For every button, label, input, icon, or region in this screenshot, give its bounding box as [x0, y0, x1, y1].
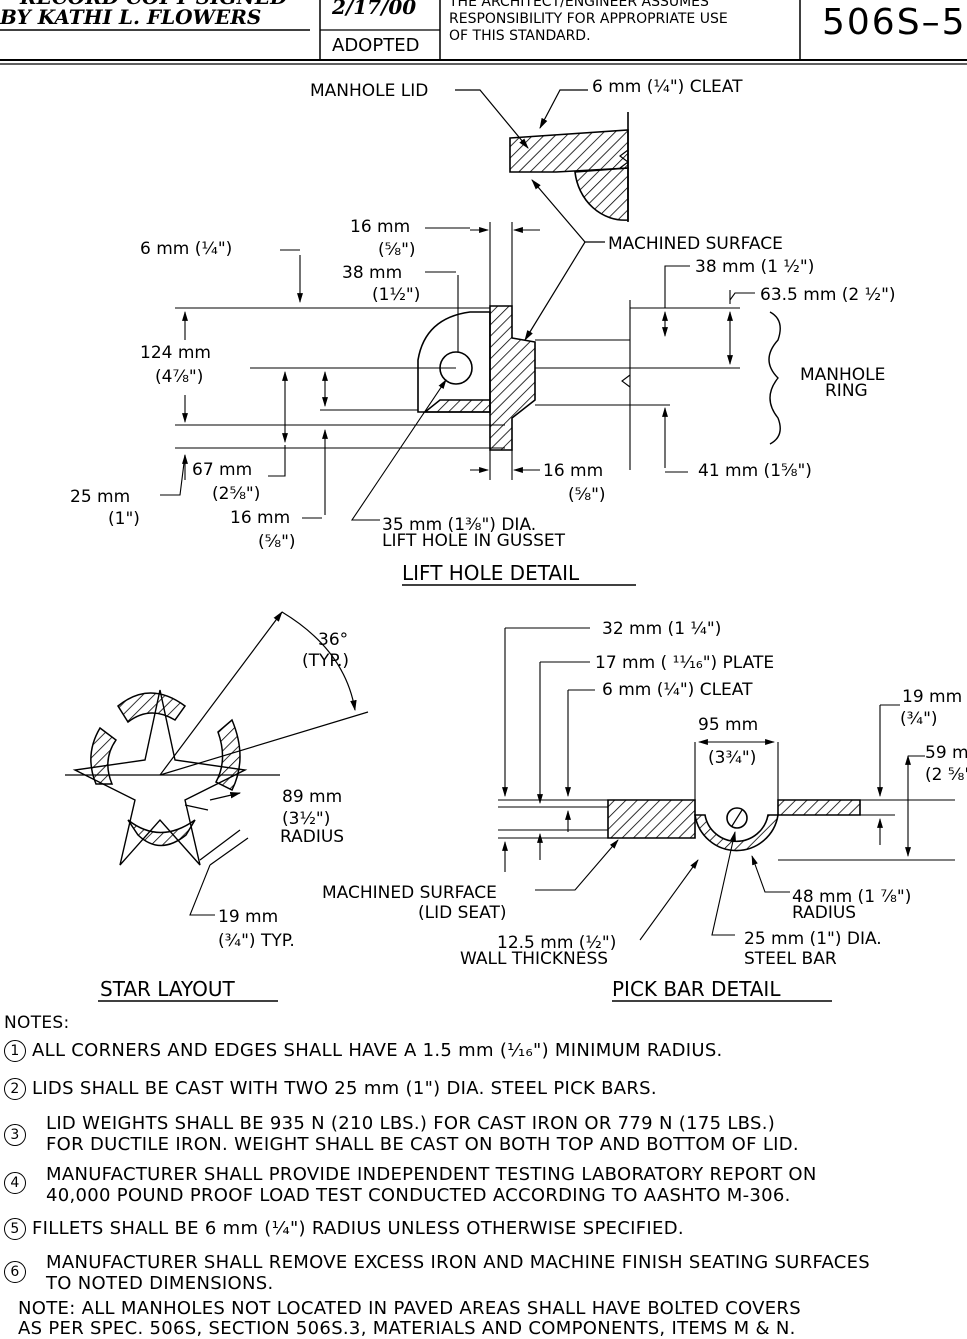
- dim-124in: (4⅞"): [155, 367, 203, 387]
- note-5-number: 5: [4, 1218, 26, 1240]
- manhole-lid-section: [509, 129, 629, 173]
- note-3-number-wrap: 3: [4, 1124, 32, 1146]
- steel-bar-2: STEEL BAR: [744, 949, 837, 969]
- dim-38in: (1½"): [372, 285, 420, 305]
- dim-38mm: 38 mm: [342, 263, 402, 283]
- star-layout-title: STAR LAYOUT: [100, 977, 236, 1001]
- dim-19in: (¾"): [900, 709, 938, 729]
- radius-label: RADIUS: [280, 827, 344, 847]
- dim-124mm: 124 mm: [140, 343, 211, 363]
- dim-16mm: 16 mm: [350, 217, 410, 237]
- width-mm: 19 mm: [218, 907, 278, 927]
- notes-header: NOTES:: [4, 1013, 70, 1033]
- dim-19mm: 19 mm: [902, 687, 962, 707]
- dim-59mm: 59 mm: [925, 743, 967, 763]
- disclaimer-line1: THE ARCHITECT/ENGINEER ASSUMES: [448, 0, 709, 10]
- dim-95mm: 95 mm: [698, 715, 758, 735]
- dim-16c-mm: 16 mm: [543, 461, 603, 481]
- note-1-number: 1: [4, 1040, 26, 1062]
- note-1-text: ALL CORNERS AND EDGES SHALL HAVE A 1.5 m…: [32, 1040, 723, 1061]
- pick-bar-lid-right: [777, 799, 861, 816]
- lift-hole-label: LIFT HOLE IN GUSSET: [382, 531, 566, 551]
- dim-35: 35 mm (1⅜") DIA.: [382, 515, 536, 535]
- star-layout-drawing: [65, 611, 369, 916]
- dim-67mm: 67 mm: [192, 460, 252, 480]
- dim-38-right: 38 mm (1 ½"): [695, 257, 814, 277]
- lift-hole-detail-title: LIFT HOLE DETAIL: [402, 561, 580, 585]
- wall-thickness-2: WALL THICKNESS: [460, 949, 608, 969]
- final-note-line2: AS PER SPEC. 506S, SECTION 506S.3, MATER…: [18, 1318, 796, 1339]
- dim-17: 17 mm ( ¹¹⁄₁₆") PLATE: [595, 653, 774, 673]
- copy-signed-line1: RECORD COPY SIGNED: [19, 0, 288, 9]
- pick-bar-bowl: [694, 814, 779, 852]
- angle-label: 36°: [318, 630, 348, 650]
- dim-25mm: 25 mm: [70, 487, 130, 507]
- pick-bar-detail-title: PICK BAR DETAIL: [612, 977, 781, 1001]
- dim-6: 6 mm (¼") CLEAT: [602, 680, 753, 700]
- manhole-ring-label-2: RING: [825, 381, 868, 401]
- disclaimer-line2: RESPONSIBILITY FOR APPROPRIATE USE: [449, 11, 728, 27]
- machined-lid-seat-1: MACHINED SURFACE: [322, 883, 497, 903]
- dim-6mm: 6 mm (¼"): [140, 239, 232, 259]
- note-4-number: 4: [4, 1172, 26, 1194]
- pick-bar-detail-drawing: [498, 627, 955, 941]
- note-3-number: 3: [4, 1124, 26, 1146]
- cleat-arc: [574, 167, 629, 221]
- title-block: [0, 0, 967, 65]
- pick-bar-lid-left: [607, 799, 696, 839]
- note-4-line1: MANUFACTURER SHALL PROVIDE INDEPENDENT T…: [46, 1164, 817, 1185]
- date-text: 2/17/00: [331, 0, 416, 19]
- note-6-number-wrap: 6: [4, 1261, 32, 1283]
- dim-67in: (2⅝"): [212, 484, 260, 504]
- cleat-label: 6 mm (¼") CLEAT: [592, 77, 743, 97]
- dim-16b-in: (⅝"): [258, 532, 296, 552]
- dim-32: 32 mm (1 ¼"): [602, 619, 721, 639]
- note-1: 1 ALL CORNERS AND EDGES SHALL HAVE A 1.5 …: [4, 1040, 723, 1062]
- note-4-number-wrap: 4: [4, 1172, 32, 1194]
- dim-59in: (2 ⅝"): [925, 765, 967, 785]
- manhole-lid-label: MANHOLE LID: [310, 81, 428, 101]
- dim-16c-in: (⅝"): [568, 485, 606, 505]
- copy-signed-line2: BY KATHI L. FLOWERS: [0, 5, 261, 29]
- angle-typ-label: (TYP.): [302, 651, 349, 671]
- manhole-ring-label-1: MANHOLE: [800, 365, 885, 385]
- note-2: 2 LIDS SHALL BE CAST WITH TWO 25 mm (1") …: [4, 1078, 657, 1100]
- note-6-line2: TO NOTED DIMENSIONS.: [46, 1273, 274, 1294]
- note-2-number: 2: [4, 1078, 26, 1100]
- manhole-ring-brace: [768, 311, 781, 445]
- radius-mm: 89 mm: [282, 787, 342, 807]
- note-5: 5 FILLETS SHALL BE 6 mm (¹⁄₄") RADIUS UNL…: [4, 1218, 684, 1240]
- note-2-text: LIDS SHALL BE CAST WITH TWO 25 mm (1") D…: [32, 1078, 657, 1099]
- ring-section: [489, 305, 536, 451]
- note-6-line1: MANUFACTURER SHALL REMOVE EXCESS IRON AN…: [46, 1252, 871, 1273]
- dim-16b-mm: 16 mm: [230, 508, 290, 528]
- dim-41: 41 mm (1⅝"): [698, 461, 812, 481]
- dim-63: 63.5 mm (2 ½"): [760, 285, 896, 305]
- disclaimer-line3: OF THIS STANDARD.: [449, 28, 591, 44]
- steel-bar-1: 25 mm (1") DIA.: [744, 929, 882, 949]
- lift-hole-detail-drawing: [160, 89, 781, 521]
- gusset: [417, 311, 491, 413]
- note-6-number: 6: [4, 1261, 26, 1283]
- dim-48-radius: RADIUS: [792, 903, 856, 923]
- machined-lid-seat-2: (LID SEAT): [418, 903, 506, 923]
- note-3-line1: LID WEIGHTS SHALL BE 935 N (210 LBS.) FO…: [46, 1113, 776, 1134]
- note-3-line2: FOR DUCTILE IRON. WEIGHT SHALL BE CAST O…: [46, 1134, 799, 1155]
- dim-95in: (3¾"): [708, 748, 756, 768]
- width-in: (¾") TYP.: [218, 931, 295, 951]
- dim-25in: (1"): [108, 509, 140, 529]
- dim-48: 48 mm (1 ⅞"): [792, 887, 911, 907]
- dim-16in: (⅝"): [378, 240, 416, 260]
- adopted-label: ADOPTED: [332, 35, 419, 56]
- wall-thickness-1: 12.5 mm (½"): [497, 933, 616, 953]
- note-5-text: FILLETS SHALL BE 6 mm (¹⁄₄") RADIUS UNLE…: [32, 1218, 684, 1239]
- radius-in: (3½"): [282, 809, 330, 829]
- steel-bar: [726, 807, 748, 829]
- note-4-line2: 40,000 POUND PROOF LOAD TEST CONDUCTED A…: [46, 1185, 791, 1206]
- final-note-line1: NOTE: ALL MANHOLES NOT LOCATED IN PAVED …: [18, 1298, 801, 1319]
- machined-surface-label: MACHINED SURFACE: [608, 234, 783, 254]
- standard-number: 506S–5: [822, 2, 966, 43]
